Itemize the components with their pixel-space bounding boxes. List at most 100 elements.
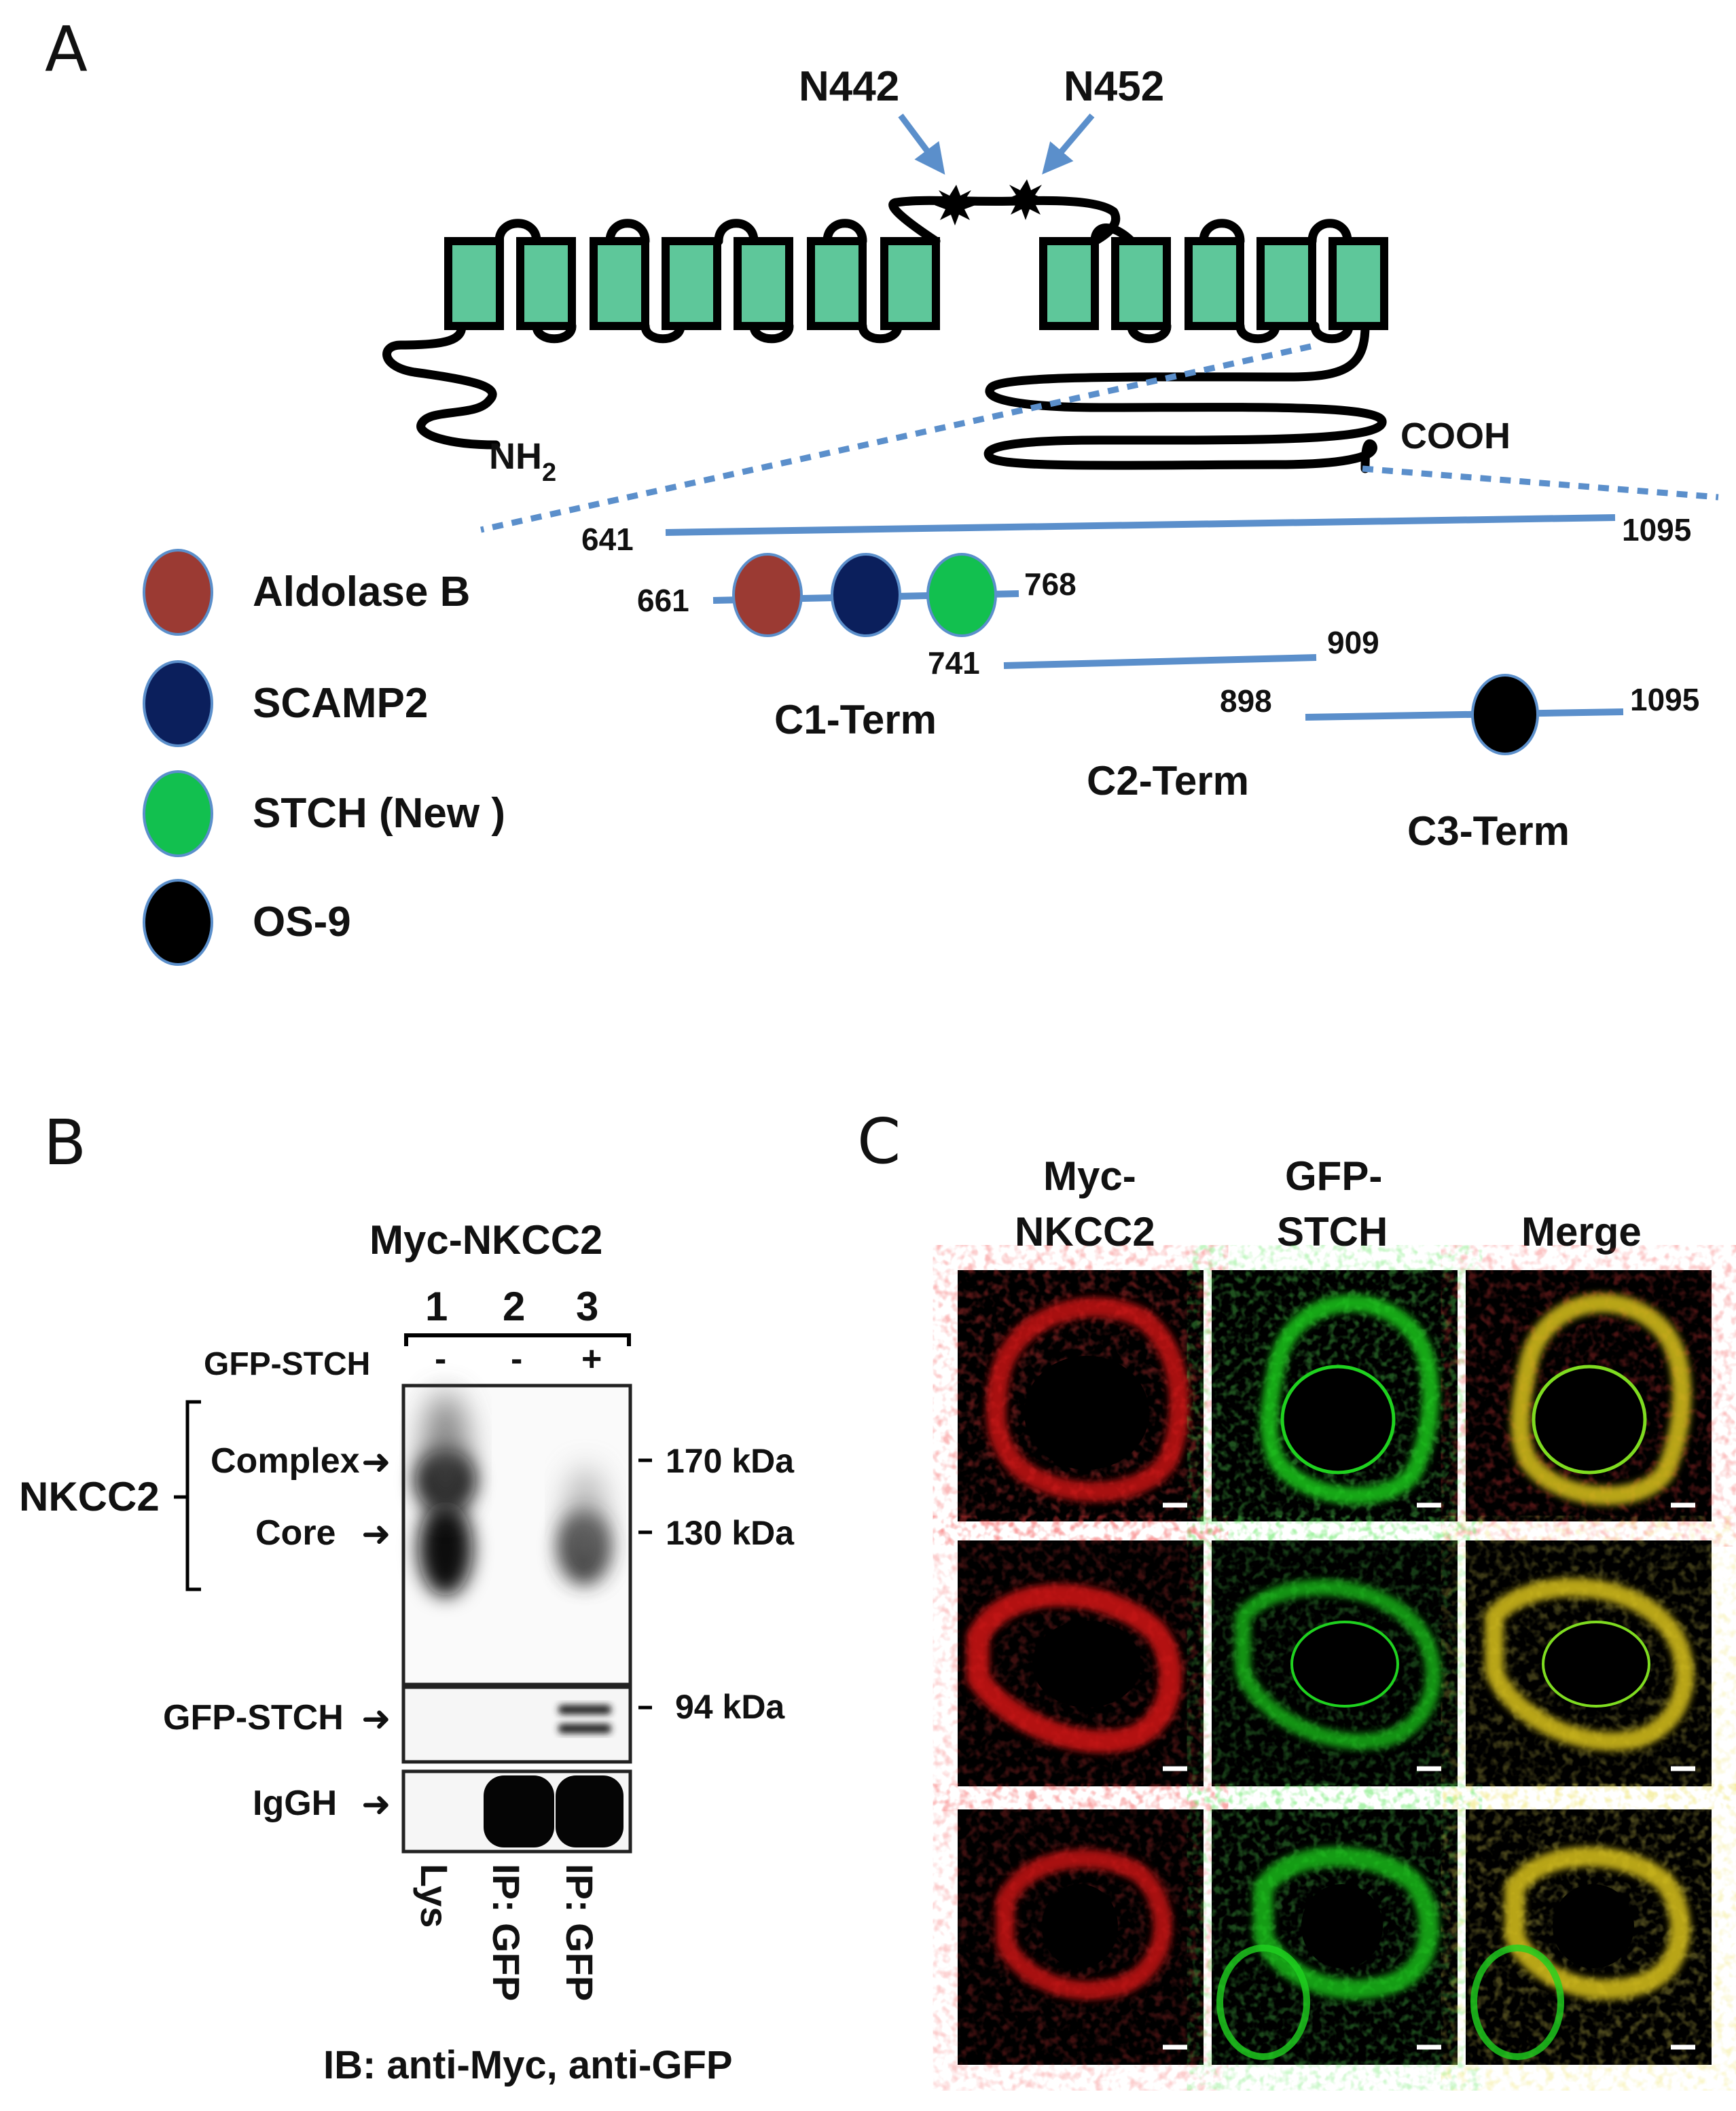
legend-label-stch: STCH (New ) <box>253 790 505 837</box>
tm-helix <box>734 237 793 330</box>
western-title: Myc-NKCC2 <box>369 1217 602 1263</box>
iggh-label: IgGH <box>253 1784 337 1823</box>
band-lane3-iggh <box>556 1775 623 1847</box>
col-header-myc-line1: Myc- <box>1043 1153 1136 1199</box>
tm-helix <box>1185 237 1244 330</box>
tm-helix <box>807 237 867 330</box>
zoom-line-right <box>1362 465 1719 501</box>
band-lane3-gfp-lower <box>558 1724 611 1733</box>
tm-helix <box>444 237 504 330</box>
stch-binding-site <box>926 553 997 637</box>
legend-marker-os9 <box>143 879 213 966</box>
band-lane3-smear <box>565 1467 606 1576</box>
micrograph-grid <box>958 1270 1712 2065</box>
panel-a: A N442 N452 <box>45 13 1719 966</box>
ib-label: IB: anti-Myc, anti-GFP <box>323 2043 733 2087</box>
c2-term-label: C2-Term <box>1087 758 1249 804</box>
arrow-n452 <box>1042 113 1095 175</box>
c2-line <box>1003 654 1317 669</box>
marker-94-kda: 94 kDa <box>675 1688 785 1726</box>
protein-backbone <box>382 196 1387 473</box>
micrograph-r1-myc <box>958 1270 1204 1521</box>
col-header-merge: Merge <box>1521 1209 1642 1255</box>
cterm-full-line <box>665 514 1616 536</box>
legend-marker-aldolase-b <box>143 549 213 636</box>
iggh-arrow-icon: ➜ <box>361 1785 391 1824</box>
lane-label-ip-gfp-2: IP: GFP <box>558 1864 601 2001</box>
micrograph-r1-merge <box>1466 1270 1712 1521</box>
lane-number-1: 1 <box>425 1284 448 1329</box>
tm-helix <box>1111 237 1171 330</box>
panel-b: B Myc-NKCC2 1 2 3 GFP-STCH - - + NKCC2 C… <box>19 1106 795 2087</box>
lane-label-lys: Lys <box>413 1864 456 1928</box>
residue-641: 641 <box>581 522 634 557</box>
gfp-sign-lane-2: - <box>511 1339 522 1379</box>
residue-1095-c3: 1095 <box>1630 682 1699 717</box>
legend: Aldolase B SCAMP2 STCH (New ) OS-9 <box>143 549 505 966</box>
residue-909: 909 <box>1327 625 1379 660</box>
cooh-label: COOH <box>1400 416 1511 456</box>
legend-label-os9: OS-9 <box>253 899 351 945</box>
micrograph-r2-gfp <box>1212 1540 1458 1786</box>
transmembrane-helices <box>444 237 1388 330</box>
complex-arrow-icon: ➜ <box>361 1443 391 1482</box>
band-lane2-iggh <box>484 1775 554 1847</box>
zoom-line-left <box>480 343 1312 533</box>
complex-label: Complex <box>211 1441 360 1481</box>
c3-line <box>1305 708 1624 721</box>
gfp-sign-lane-1: - <box>435 1339 446 1379</box>
tm-helix <box>662 237 721 330</box>
residue-768: 768 <box>1024 566 1077 602</box>
panel-c: C Myc- NKCC2 GFP- STCH Merge <box>857 1105 1712 2065</box>
micrograph-r3-merge <box>1466 1809 1712 2065</box>
core-arrow-icon: ➜ <box>361 1515 391 1554</box>
legend-marker-scamp2 <box>143 660 213 747</box>
residue-1095-top: 1095 <box>1622 512 1691 547</box>
residue-898: 898 <box>1220 683 1272 719</box>
c3-term-label: C3-Term <box>1407 808 1570 854</box>
lane-number-3: 3 <box>576 1284 598 1329</box>
panel-a-letter: A <box>45 13 88 86</box>
tm-helix <box>880 237 940 330</box>
micrograph-r3-gfp <box>1212 1809 1458 2065</box>
micrograph-r2-myc <box>958 1540 1204 1786</box>
gfp-sign-lane-3: + <box>581 1339 602 1379</box>
marker-170-kda: 170 kDa <box>666 1442 795 1480</box>
gfp-stch-row-label: GFP-STCH <box>204 1346 370 1382</box>
gfp-stch-arrow-icon: ➜ <box>361 1699 391 1739</box>
glyco-star-n452-icon <box>1005 179 1046 220</box>
nh2-label: NH2 <box>489 436 556 487</box>
aldolase-b-binding-site <box>732 553 803 637</box>
micrograph-r3-myc <box>958 1809 1204 2065</box>
legend-label-aldolase-b: Aldolase B <box>253 569 470 615</box>
residue-741: 741 <box>928 645 980 681</box>
micrograph-r1-gfp <box>1212 1270 1458 1521</box>
tm-helix <box>516 237 576 330</box>
residue-661: 661 <box>637 583 689 618</box>
os9-binding-site <box>1471 674 1539 755</box>
core-label: Core <box>255 1513 336 1553</box>
nkcc2-bracket <box>174 1400 201 1591</box>
glyco-star-n442-icon <box>935 185 975 225</box>
scamp2-binding-site <box>831 553 901 637</box>
lane-number-2: 2 <box>503 1284 525 1329</box>
col-header-gfp-line1: GFP- <box>1285 1153 1382 1199</box>
glyco-site-n442: N442 <box>799 63 899 110</box>
tm-helix <box>1039 237 1099 330</box>
band-lane3-gfp-upper <box>558 1705 611 1714</box>
col-header-myc-line2: NKCC2 <box>1015 1209 1155 1255</box>
legend-label-scamp2: SCAMP2 <box>253 680 428 727</box>
arrow-n442 <box>898 113 945 175</box>
band-lane1-smear <box>422 1392 469 1515</box>
panel-b-letter: B <box>43 1106 86 1179</box>
tm-helix <box>590 237 649 330</box>
c1-term-label: C1-Term <box>774 697 937 742</box>
glyco-site-n452: N452 <box>1064 63 1164 110</box>
lane-label-ip-gfp-1: IP: GFP <box>485 1864 528 2001</box>
tm-helix <box>1256 237 1316 330</box>
col-header-gfp-line2: STCH <box>1277 1209 1388 1255</box>
gfp-stch-band-label: GFP-STCH <box>163 1698 344 1737</box>
micrograph-r2-merge <box>1466 1540 1712 1786</box>
marker-130-kda: 130 kDa <box>666 1514 795 1552</box>
